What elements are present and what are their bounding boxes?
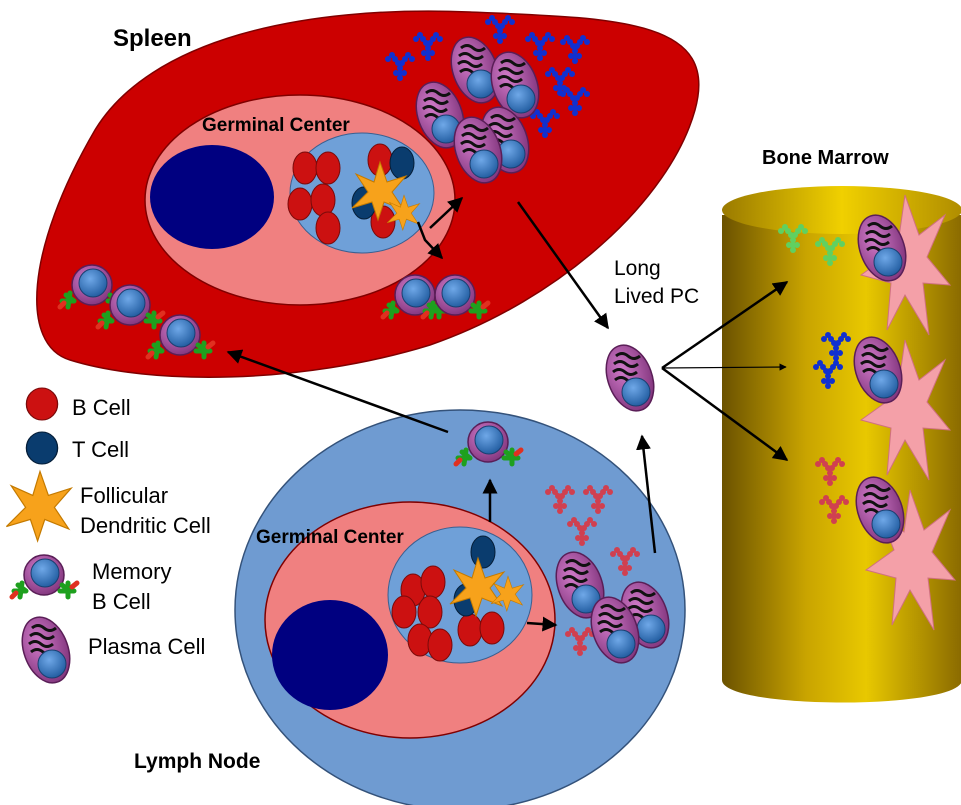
lymph-node-label: Lymph Node <box>134 750 261 773</box>
lymph-arrow-to-longlived <box>636 434 657 554</box>
arrow-lymph-to-spleen <box>226 349 449 434</box>
arrow-to-bm-bottom <box>661 366 789 462</box>
bone-marrow-top <box>722 186 961 234</box>
long-lived-pc-label-line1: Long <box>614 257 661 280</box>
legend-t-cell-label: T Cell <box>72 437 130 462</box>
legend-b-cell-label: B Cell <box>72 395 131 420</box>
legend-memory-label-line1: Memory <box>92 559 172 584</box>
spleen-germinal-center-label: Germinal Center <box>202 115 350 136</box>
lymph-germinal-center-label: Germinal Center <box>256 527 404 548</box>
lymph-dark-zone <box>272 600 388 710</box>
legend-memory-icon <box>12 555 77 597</box>
legend-symbols <box>5 387 80 691</box>
legend-fdc-label-line2: Dendritic Cell <box>80 513 211 538</box>
spleen-label: Spleen <box>113 25 192 52</box>
arrow-to-bm-middle <box>661 363 787 371</box>
arrow-spleen-to-longlived <box>516 201 610 330</box>
lymph-arrow-to-plasma <box>526 616 558 632</box>
bone-marrow-label: Bone Marrow <box>762 147 889 169</box>
legend-t-cell-icon <box>25 431 59 465</box>
arrow-to-bm-top <box>661 280 789 370</box>
spleen-dark-zone <box>150 145 274 249</box>
legend-plasma-icon <box>12 609 80 691</box>
legend-plasma-label: Plasma Cell <box>88 634 206 659</box>
long-lived-pc-label-line2: Lived PC <box>614 285 700 308</box>
long-lived-plasma-cell <box>596 337 664 419</box>
legend-memory-label-line2: B Cell <box>92 589 151 614</box>
legend-b-cell-icon <box>25 387 59 421</box>
legend-fdc-icon <box>5 470 72 542</box>
spleen-arrow-to-memory <box>416 221 444 260</box>
legend-fdc-label-line1: Follicular <box>80 483 169 508</box>
spleen-arrow-to-plasma <box>429 196 464 229</box>
